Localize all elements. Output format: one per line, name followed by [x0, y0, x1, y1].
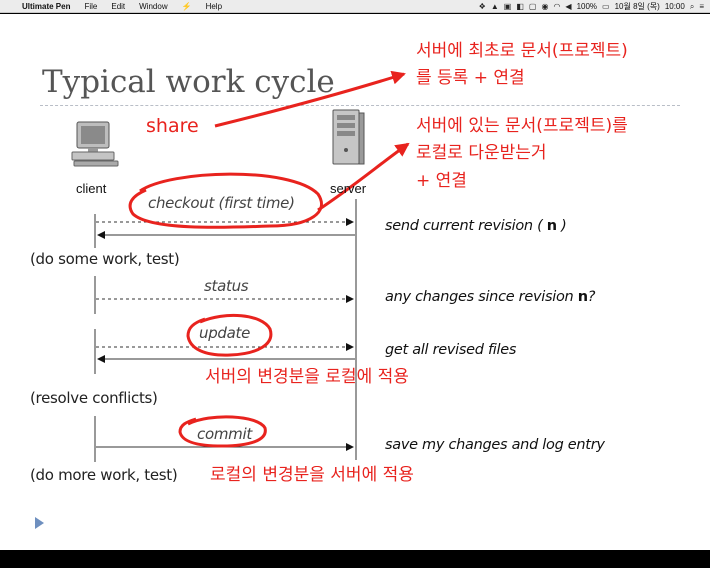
- checkout-note-line2: 로컬로 다운받는거: [416, 143, 547, 163]
- do-more-work-label: (do more work, test): [30, 466, 178, 484]
- menu-edit[interactable]: Edit: [111, 1, 126, 11]
- share-annotation-arrow: [214, 70, 406, 128]
- notification-center-icon[interactable]: ≡: [699, 2, 704, 11]
- app-icon[interactable]: ▣: [503, 2, 512, 11]
- slide-title: Typical work cycle: [42, 64, 335, 100]
- menu-app-name[interactable]: Ultimate Pen: [22, 1, 71, 11]
- get-files-label: get all revised files: [385, 342, 517, 358]
- status-area: ❖ ▲ ▣ ◧ ▢ ◉ ◠ ◀ 100% ▭ 10월 8일 (목) 10:00 …: [479, 0, 704, 13]
- menu-window[interactable]: Window: [139, 1, 168, 11]
- battery-icon[interactable]: ▭: [602, 2, 610, 11]
- update-note: 서버의 변경분을 로컬에 적용: [205, 367, 409, 387]
- share-annotation: share: [146, 115, 199, 137]
- app-icon[interactable]: ▢: [528, 2, 537, 11]
- update-circle: [186, 313, 273, 357]
- commit-note: 로컬의 변경분을 서버에 적용: [210, 465, 414, 485]
- menu-date[interactable]: 10월 8일 (목): [614, 2, 660, 11]
- any-changes-text: any changes since revision: [385, 289, 578, 305]
- share-note-line1: 서버에 최초로 문서(프로젝트): [416, 41, 628, 61]
- send-revision-close: ): [556, 218, 567, 234]
- any-changes-qmark: ?: [587, 289, 596, 305]
- menu-file[interactable]: File: [84, 1, 98, 11]
- server-label: server: [330, 181, 367, 196]
- share-note-line2: 를 등록 + 연결: [416, 68, 525, 88]
- wifi-icon[interactable]: ◠: [553, 2, 561, 11]
- app-icon[interactable]: ◉: [541, 2, 549, 11]
- volume-icon[interactable]: ◀: [565, 2, 572, 11]
- commit-circle: [178, 415, 267, 448]
- client-label: client: [76, 181, 107, 196]
- next-slide-icon[interactable]: [35, 517, 44, 529]
- revision-n: n: [577, 289, 588, 305]
- checkout-annotation-arrow: [317, 142, 410, 212]
- send-revision-text: send current revision (: [385, 218, 547, 234]
- update-label: update: [199, 324, 251, 342]
- resolve-conflicts-label: (resolve conflicts): [30, 389, 158, 407]
- app-icon[interactable]: ◧: [516, 2, 524, 11]
- do-some-work-label: (do some work, test): [30, 250, 180, 268]
- any-changes-label: any changes since revision n?: [385, 289, 595, 305]
- commit-label: commit: [197, 425, 252, 443]
- checkout-note-line1: 서버에 있는 문서(프로젝트)를: [416, 116, 628, 136]
- bottom-black-bar: [0, 550, 710, 568]
- checkout-label: checkout (first time): [148, 194, 295, 212]
- checkout-circle: [128, 172, 323, 229]
- send-revision-label: send current revision ( n ): [385, 218, 567, 234]
- mountain-icon[interactable]: ▲: [490, 2, 499, 11]
- diagram-graphics: [71, 70, 410, 462]
- desktop-computer-icon: [71, 121, 119, 167]
- dropbox-icon[interactable]: ❖: [478, 2, 486, 11]
- status-label: status: [204, 277, 249, 295]
- menu-bar: Ultimate Pen File Edit Window ⚡ Help ❖ ▲…: [0, 0, 710, 13]
- slide: Typical work cycle: [0, 14, 710, 550]
- title-divider: [40, 105, 680, 106]
- checkout-note-line3: + 연결: [416, 171, 467, 191]
- revision-n: n: [546, 218, 557, 234]
- menu-lightning-icon[interactable]: ⚡: [181, 1, 192, 11]
- save-changes-label: save my changes and log entry: [385, 437, 605, 453]
- menu-help[interactable]: Help: [205, 1, 223, 11]
- menu-time[interactable]: 10:00: [664, 2, 685, 11]
- search-icon[interactable]: ⌕: [689, 1, 695, 11]
- battery-percent[interactable]: 100%: [576, 2, 598, 11]
- server-tower-icon: [332, 109, 365, 165]
